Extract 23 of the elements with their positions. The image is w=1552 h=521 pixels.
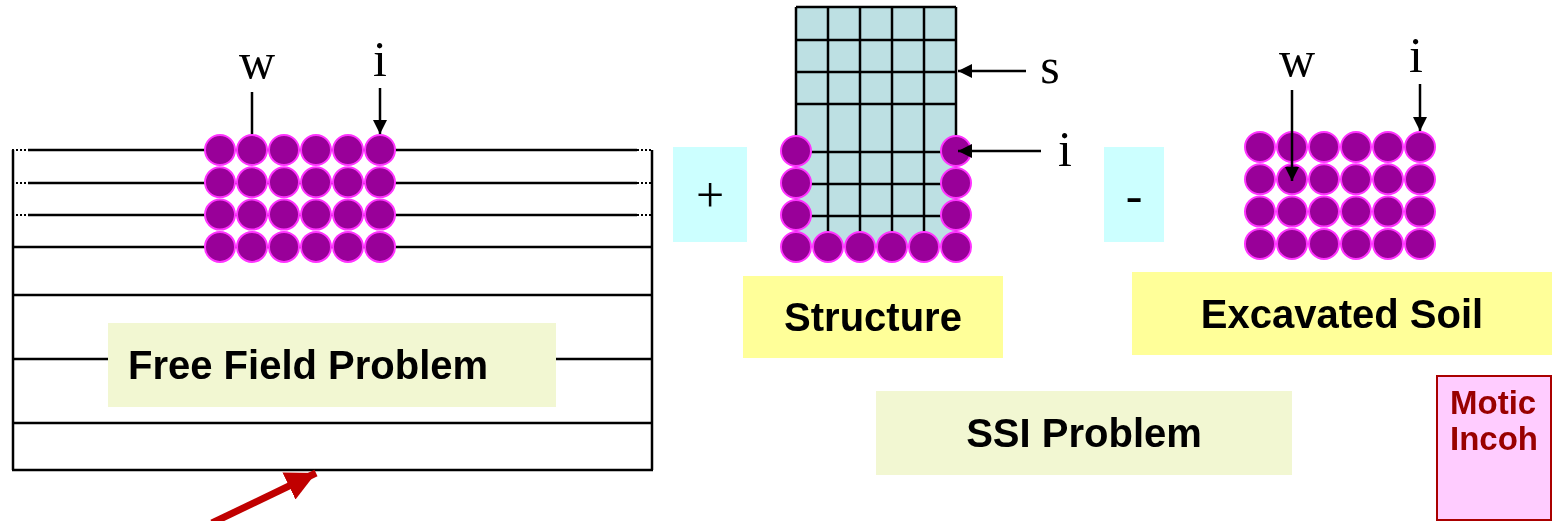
variable-label: i bbox=[360, 30, 400, 88]
soil-elements-drawing bbox=[1244, 131, 1436, 260]
excavated-soil-label: Excavated Soil bbox=[1132, 272, 1552, 355]
problem-label: Free Field Problem bbox=[108, 323, 556, 407]
arrow bbox=[210, 469, 318, 521]
arrow bbox=[1413, 84, 1427, 131]
variable-label: i bbox=[1396, 26, 1436, 84]
variable-label: i bbox=[1045, 120, 1085, 178]
variable-label: w bbox=[1272, 28, 1322, 90]
note-box: Motic Incoh bbox=[1436, 375, 1552, 521]
arrow bbox=[1285, 90, 1299, 181]
structure-label: Structure bbox=[743, 276, 1003, 358]
plus-sign: + bbox=[673, 147, 747, 242]
minus-sign: - bbox=[1104, 147, 1164, 242]
arrow bbox=[958, 144, 1041, 158]
arrow bbox=[373, 88, 387, 134]
variable-label: w bbox=[232, 30, 282, 92]
variable-label: s bbox=[1030, 38, 1070, 94]
leader-line bbox=[250, 92, 254, 134]
problem-label: SSI Problem bbox=[876, 391, 1292, 475]
arrow bbox=[958, 64, 1026, 78]
structure-mesh-drawing bbox=[779, 6, 973, 264]
soil-elements-drawing bbox=[204, 134, 396, 264]
